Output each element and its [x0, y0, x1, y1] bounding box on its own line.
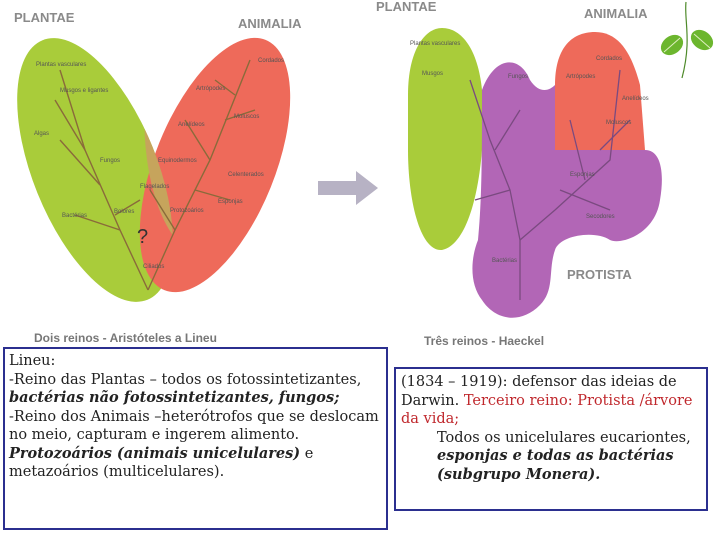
- third-kingdom-text: Terceiro reino: Protista /árvore da vida…: [401, 392, 693, 428]
- svg-text:Plantas vasculares: Plantas vasculares: [410, 41, 460, 47]
- svg-text:Artrópodes: Artrópodes: [196, 86, 225, 92]
- arrow-icon: [318, 171, 378, 205]
- svg-text:Plantas vasculares: Plantas vasculares: [36, 62, 86, 68]
- plants-kingdom-emphasis: bactérias não fotossintetizantes, fungos…: [9, 389, 340, 406]
- protista-title: PROTISTA: [567, 267, 632, 282]
- two-kingdoms-diagram: PLANTAE ANIMALIA Plantas vasculares Musg…: [14, 10, 302, 345]
- svg-text:Anelídeos: Anelídeos: [622, 96, 649, 102]
- svg-text:Fungos: Fungos: [100, 158, 120, 164]
- haeckel-intro: (1834 – 1919): defensor das ideias de Da…: [401, 374, 677, 409]
- svg-text:Anelídeos: Anelídeos: [178, 122, 205, 128]
- svg-text:Algas: Algas: [34, 131, 49, 137]
- metazoa-text: e metazoários (multicelulares).: [9, 445, 314, 481]
- leaf-vine-icon: [660, 1, 714, 79]
- tree-branches: [54, 59, 256, 291]
- lineu-text-box: Lineu: -Reino das Plantas – todos os fot…: [3, 347, 388, 530]
- protozoa-emphasis: Protozoários (animais unicelulares): [9, 444, 301, 462]
- plantae-lobe: [17, 38, 173, 302]
- svg-text:Bactérias: Bactérias: [492, 258, 517, 264]
- branch-labels-right: Plantas vasculares Musgos Fungos Bactéri…: [410, 41, 649, 264]
- plantae-lobe-right: [408, 28, 482, 251]
- plantae-title-right: PLANTAE: [376, 0, 437, 14]
- svg-text:Musgos e ligantes: Musgos e ligantes: [60, 88, 108, 94]
- svg-text:Artrópodes: Artrópodes: [566, 74, 595, 80]
- svg-text:Esponjas: Esponjas: [218, 199, 243, 205]
- svg-text:Cordados: Cordados: [258, 58, 284, 64]
- left-caption: Dois reinos - Aristóteles a Lineu: [34, 331, 217, 345]
- right-caption: Três reinos - Haeckel: [424, 334, 544, 348]
- svg-text:Secodores: Secodores: [586, 214, 615, 220]
- svg-text:Bactérias: Bactérias: [62, 213, 87, 219]
- animals-kingdom-text: -Reino dos Animais –heterótrofos que se …: [9, 408, 379, 444]
- svg-text:Equinodermos: Equinodermos: [158, 158, 197, 164]
- plants-kingdom-text: -Reino das Plantas – todos os fotossinte…: [9, 371, 362, 388]
- tree-branches-right: [469, 69, 631, 300]
- svg-text:Moluscos: Moluscos: [234, 114, 259, 120]
- svg-text:Bolores: Bolores: [114, 209, 134, 215]
- protista-description: Todos os unicelulares eucariontes, espon…: [437, 429, 691, 483]
- svg-text:Flagelados: Flagelados: [140, 184, 169, 190]
- animalia-lobe-right: [555, 32, 645, 150]
- animalia-title-right: ANIMALIA: [584, 6, 648, 21]
- lineu-name: Lineu: [9, 353, 51, 369]
- svg-text:Ciliados: Ciliados: [143, 264, 164, 270]
- svg-text:Moluscos: Moluscos: [606, 120, 631, 126]
- svg-text:Protozoários: Protozoários: [170, 208, 204, 214]
- haeckel-text-box: (1834 – 1919): defensor das ideias de Da…: [394, 367, 708, 511]
- plantae-title: PLANTAE: [14, 10, 75, 25]
- svg-text:Cordados: Cordados: [596, 56, 622, 62]
- branch-labels: Plantas vasculares Musgos e ligantes Alg…: [34, 58, 284, 270]
- protista-emphasis: esponjas e todas as bactérias (subgrupo …: [437, 447, 674, 483]
- svg-text:Musgos: Musgos: [422, 71, 443, 77]
- svg-text:Esponjas: Esponjas: [570, 172, 595, 178]
- animalia-title: ANIMALIA: [238, 16, 302, 31]
- question-mark: ?: [137, 226, 148, 248]
- svg-text:Celenterados: Celenterados: [228, 172, 264, 178]
- three-kingdoms-diagram: PLANTAE ANIMALIA Plantas vasculares Musg…: [376, 0, 662, 348]
- svg-text:Fungos: Fungos: [508, 74, 528, 80]
- animalia-lobe: [139, 37, 291, 293]
